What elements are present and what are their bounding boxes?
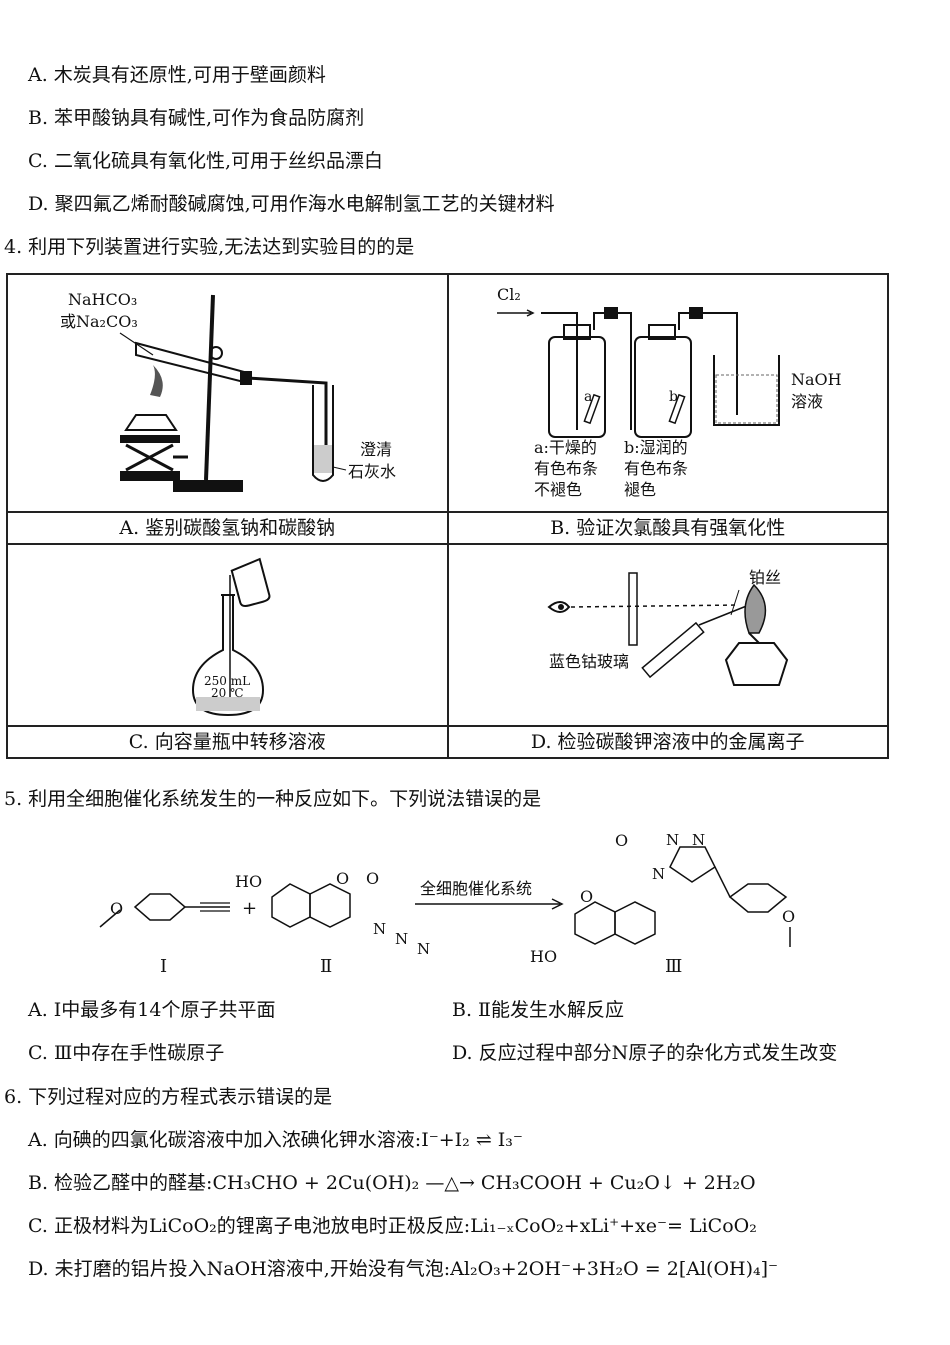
q6-option-b: B. 检验乙醛中的醛基:CH₃CHO + 2Cu(OH)₂ —△→ CH₃COO… (28, 1172, 756, 1194)
scheme-o-iii-methoxy: O (782, 907, 795, 926)
q3-option-c: C. 二氧化硫具有氧化性,可用于丝织品漂白 (28, 150, 383, 172)
scheme-ho-ii: HO (235, 872, 262, 891)
label-iii: Ⅲ (665, 956, 682, 977)
q6-option-c: C. 正极材料为LiCoO₂的锂离子电池放电时正极反应:Li₁₋ₓCoO₂+xL… (28, 1215, 757, 1237)
scheme-n2-iii: N (666, 831, 679, 849)
fig-a-reagent2: 或Na₂CO₃ (60, 312, 138, 331)
fig-c-temp: 20 ℃ (211, 686, 244, 700)
q3-option-b: B. 苯甲酸钠具有碱性,可作为食品防腐剂 (28, 107, 365, 129)
q4-apparatus-table: NaHCO₃ 或Na₂CO₃ (6, 273, 889, 759)
q3-option-d: D. 聚四氟乙烯耐酸碱腐蚀,可用作海水电解制氢工艺的关键材料 (28, 193, 555, 215)
fig-b-note-a3: 不褪色 (534, 480, 582, 499)
q5-option-d: D. 反应过程中部分N原子的杂化方式发生改变 (452, 1042, 838, 1064)
scheme-n1-ii: N (373, 920, 386, 938)
fig-d-flame-test: 铂丝 蓝色钴玻璃 (449, 545, 888, 725)
fig-a-reagent1: NaHCO₃ (68, 290, 137, 309)
fig-b-naoh2: 溶液 (791, 392, 823, 411)
fig-b-note-b3: 褪色 (624, 480, 656, 499)
fig-b-note-a2: 有色布条 (534, 459, 598, 478)
scheme-o-iii-carbonyl: O (615, 831, 628, 850)
fig-d-glass-label: 蓝色钴玻璃 (549, 652, 629, 671)
fig-b-note-a1: a:干燥的 (534, 438, 597, 457)
scheme-o-ii-carbonyl: O (366, 869, 379, 888)
q4-stem: 4. 利用下列装置进行实验,无法达到实验目的的是 (4, 236, 415, 258)
scheme-n2-ii: N (395, 930, 408, 948)
q6-option-d: D. 未打磨的铝片投入NaOH溶液中,开始没有气泡:Al₂O₃+2OH⁻+3H₂… (28, 1258, 779, 1280)
q5-stem: 5. 利用全细胞催化系统发生的一种反应如下。下列说法错误的是 (4, 788, 542, 810)
q6-option-a: A. 向碘的四氯化碳溶液中加入浓碘化钾水溶液:I⁻+I₂ ⇌ I₃⁻ (28, 1129, 523, 1151)
fig-a-heating-apparatus: NaHCO₃ 或Na₂CO₃ (8, 275, 447, 511)
q6-stem: 6. 下列过程对应的方程式表示错误的是 (4, 1086, 333, 1108)
scheme-arrow-label: 全细胞催化系统 (420, 879, 532, 898)
fig-b-note-b2: 有色布条 (624, 459, 688, 478)
scheme-ho-iii: HO (530, 947, 557, 966)
eye-icon (546, 601, 570, 613)
label-i: Ⅰ (160, 956, 167, 977)
scheme-n1-iii: N (652, 865, 665, 883)
caption-c: C. 向容量瓶中转移溶液 (128, 731, 326, 753)
label-ii: Ⅱ (320, 956, 332, 977)
scheme-o-i: O (110, 899, 123, 918)
caption-a: A. 鉴别碳酸氢钠和碳酸钠 (119, 517, 336, 539)
scheme-o-iii-ring: O (580, 887, 593, 906)
fig-d-wire-label: 铂丝 (749, 568, 781, 587)
fig-a-limewater1: 澄清 (360, 440, 392, 459)
scheme-o-ii-ring: O (336, 869, 349, 888)
q5-option-a: A. Ⅰ中最多有14个原子共平面 (28, 999, 276, 1021)
fig-b-note-b1: b:湿润的 (624, 438, 688, 457)
fig-b-label-a: a (584, 389, 592, 405)
q5-option-c: C. Ⅲ中存在手性碳原子 (28, 1042, 225, 1064)
fig-c-volumetric-flask: 250 mL 20 ℃ (8, 545, 447, 725)
fig-a-limewater2: 石灰水 (348, 462, 396, 481)
fig-b-naoh1: NaOH (791, 370, 842, 389)
plus-sign: + (242, 898, 257, 919)
fig-c-volume: 250 mL (204, 674, 250, 688)
q5-option-b: B. Ⅱ能发生水解反应 (452, 999, 624, 1021)
fig-b-chlorine-apparatus: Cl₂ a b (449, 275, 888, 511)
caption-b: B. 验证次氯酸具有强氧化性 (550, 517, 786, 539)
q3-option-a: A. 木炭具有还原性,可用于壁画颜料 (28, 64, 326, 86)
fig-b-label-b: b (669, 389, 678, 405)
q5-reaction-scheme: O Ⅰ + HO O O N N N Ⅱ 全细胞催化系统 O O HO N N … (99, 831, 795, 977)
fig-b-gas: Cl₂ (497, 285, 521, 304)
scheme-n3-iii: N (692, 831, 705, 849)
scheme-n3-ii: N (417, 940, 430, 958)
caption-d: D. 检验碳酸钾溶液中的金属离子 (530, 731, 805, 753)
